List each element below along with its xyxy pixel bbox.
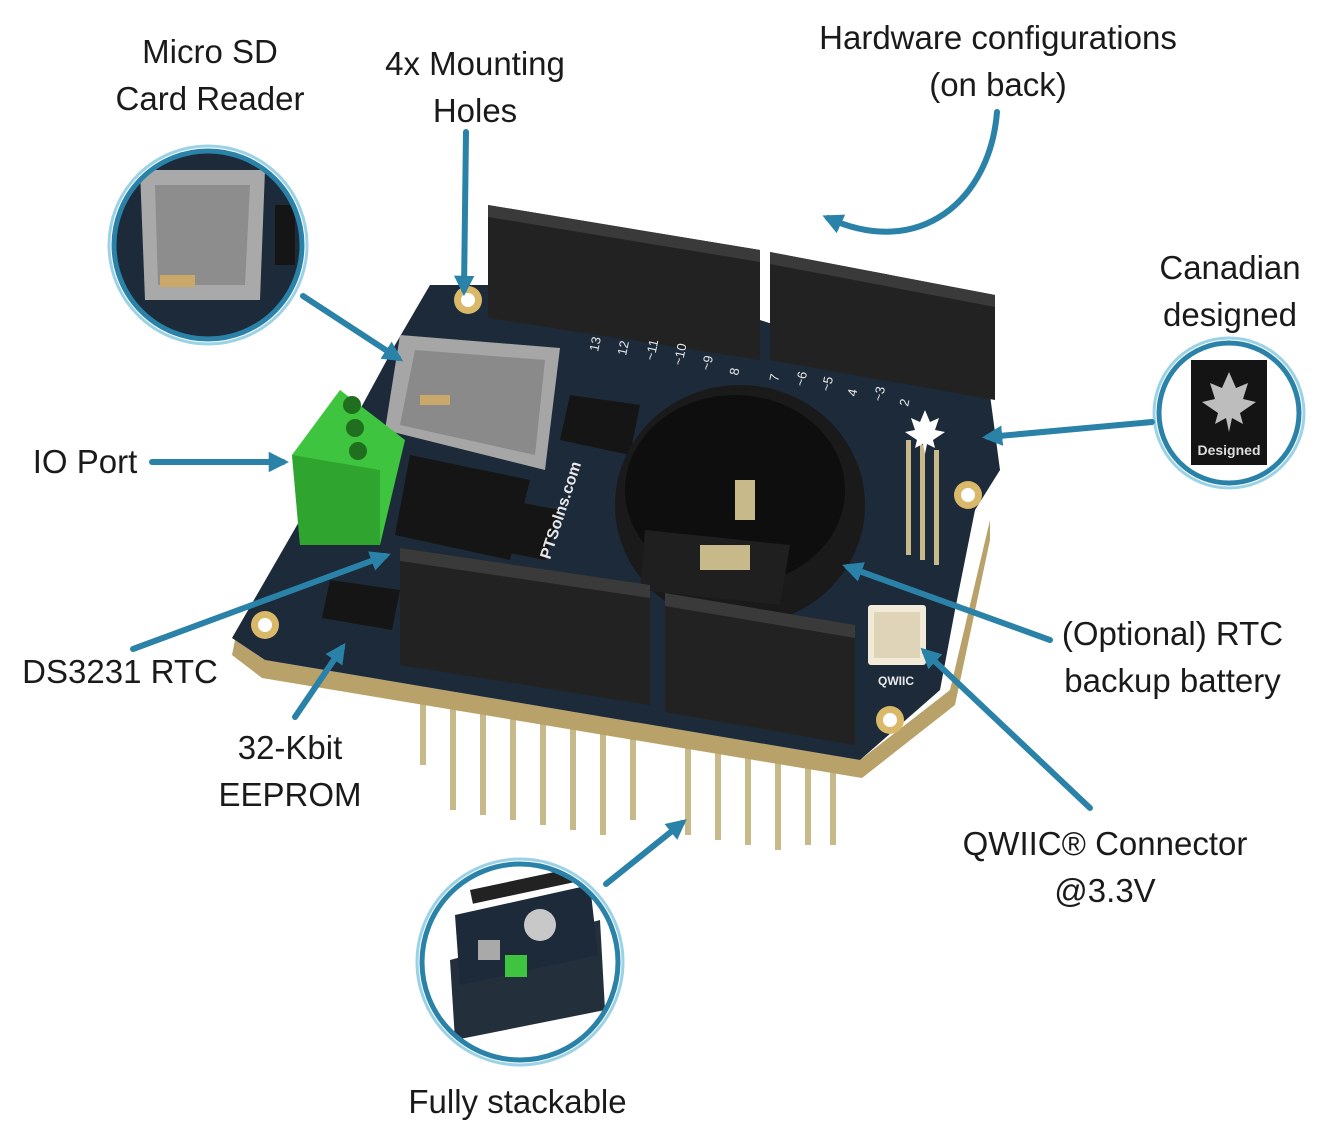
pin-label: ~10 (670, 342, 689, 367)
arrow-mounting-holes (453, 129, 475, 297)
label-qwiic: QWIIC® Connector@3.3V (962, 825, 1248, 909)
qwiic-connector: QWIIC (868, 605, 926, 688)
battery-holder (615, 385, 865, 625)
maple-leaf-icon (905, 410, 945, 454)
pin-label: 4 (844, 387, 860, 397)
pin-label: ~5 (818, 375, 836, 393)
pin-label: 7 (766, 372, 782, 382)
arrow-stackable (603, 819, 687, 887)
header-top-left (488, 205, 760, 360)
label-stackable: Fully stackable (408, 1083, 627, 1120)
arrow-eeprom (292, 642, 346, 720)
inset-canadian-badge: Designed (1152, 336, 1306, 490)
badge-text: Designed (1197, 442, 1260, 458)
pin-label: 12 (614, 339, 632, 356)
pin-label: ~6 (792, 370, 810, 388)
label-hw-config: Hardware configurations(on back) (819, 19, 1177, 103)
header-bottom-left (400, 548, 650, 705)
ic-chips (322, 395, 640, 630)
sd-card-socket (385, 335, 560, 470)
config-pins (906, 440, 939, 565)
pin-label: ~3 (870, 385, 888, 403)
io-terminal-block (292, 390, 405, 545)
header-pins (420, 685, 836, 850)
arrow-ds3231 (130, 551, 391, 652)
arrow-qwiic (920, 647, 1093, 811)
label-io-port: IO Port (32, 443, 138, 480)
pin-label: 13 (586, 335, 604, 352)
pin-label: ~9 (698, 354, 716, 372)
pin-label: 2 (896, 397, 912, 407)
inset-stacked-boards (415, 857, 625, 1067)
pin-label: 8 (726, 366, 742, 376)
maple-leaf-icon (1202, 372, 1256, 432)
pin-labels-left: 13 12 ~11 ~10 ~9 8 (586, 335, 742, 376)
qwiic-tag: QWIIC (878, 674, 914, 688)
arrow-canadian (981, 419, 1155, 446)
arrow-hw-config (822, 109, 1000, 235)
pin-labels-right: 7 ~6 ~5 4 ~3 2 (766, 370, 912, 408)
header-top-right (770, 252, 995, 400)
label-ds3231: DS3231 RTC (22, 653, 218, 690)
header-bottom-right (665, 593, 855, 745)
arrow-micro-sd (300, 293, 404, 362)
pin-label: ~11 (642, 338, 661, 362)
arrow-rtc-battery (842, 562, 1053, 643)
inset-sd-card (107, 144, 309, 346)
